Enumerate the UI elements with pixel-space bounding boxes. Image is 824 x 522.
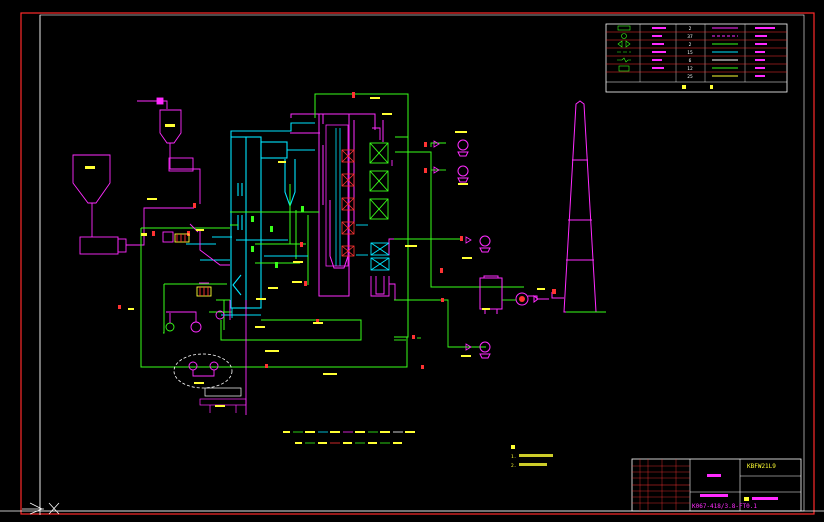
dust-collector [479,275,549,314]
process-labels [85,97,545,407]
ash-cooler [173,353,247,413]
boiler-furnace [230,122,315,309]
legend-qty-2: 2 [689,42,692,48]
green-valves [251,206,304,268]
notes: 1. 2. [511,445,553,469]
legend-qty-5: 12 [687,66,693,72]
ucs-icon [22,502,60,515]
drawing-frame [39,14,805,512]
cyclone-separator [290,113,384,297]
fan-connections [394,142,486,348]
legend-qty-6: 25 [687,74,693,80]
project-code: K067-418/3.8-FT0.1 [692,503,757,510]
legend-qty-4: 6 [689,58,692,64]
legend-qty-0: 2 [689,26,692,32]
secondary-fans [165,310,225,333]
legend-table: 2 37 2 15 6 12 25 [605,23,788,93]
title-block: K067-418/3.8-FT0.1 KBFW21L9 [631,458,802,512]
steam-water-piping [140,93,524,368]
economizer-banks [369,142,390,297]
coal-bunker [72,154,194,255]
induced-draft-fans [457,139,491,359]
air-preheater-stack [341,149,355,257]
chimney-icon [551,100,606,313]
red-instrument-marks [118,92,463,369]
limestone-silo [137,97,201,204]
coal-feeder [162,231,212,297]
legend-qty-3: 15 [687,50,693,56]
flue-gas-lines [186,224,368,318]
fan-valves [433,140,472,351]
backpass-heat-exchangers [325,124,349,267]
linetype-legend [283,431,415,444]
sheet-border [20,12,815,515]
note-2: 2. [511,463,516,469]
note-1: 1. [511,454,516,460]
legend-qty-1: 37 [687,34,693,40]
drawing-number: KBFW21L9 [747,463,776,470]
